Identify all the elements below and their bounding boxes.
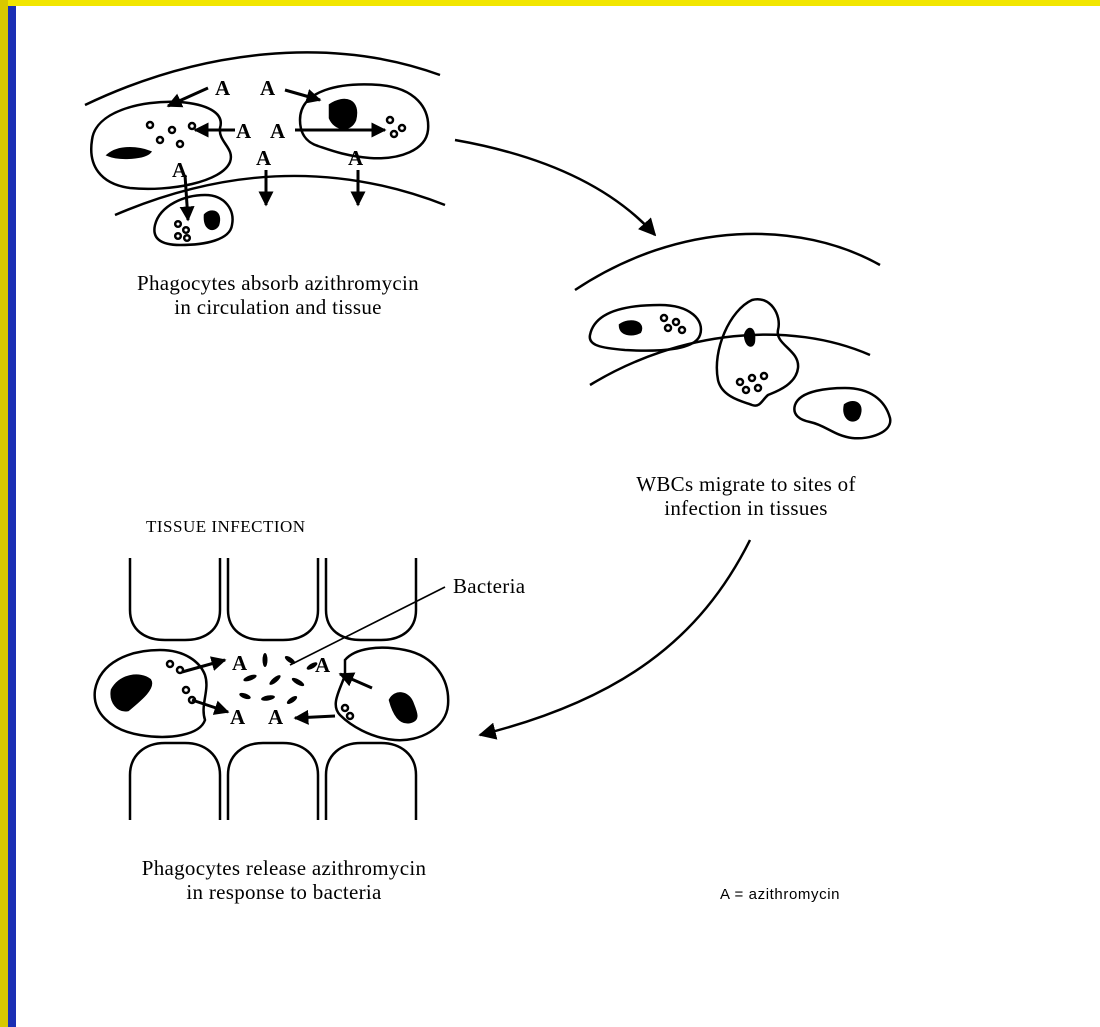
vessel-wall-upper <box>575 234 880 290</box>
marker-a: A <box>172 158 188 182</box>
right-caption: WBCs migrate to sites of infection in ti… <box>571 472 921 520</box>
migration-panel <box>575 234 890 438</box>
bacteria-cluster <box>239 653 319 705</box>
phagocyte-bottom <box>154 195 232 245</box>
phagocyte-left <box>91 102 231 189</box>
right-caption-line1: WBCs migrate to sites of <box>571 472 921 496</box>
legend: A = azithromycin <box>720 886 840 903</box>
vessel-wall-lower <box>590 335 870 385</box>
right-caption-line2: infection in tissues <box>571 496 921 520</box>
marker-a: A <box>348 146 364 170</box>
bottom-caption-line2: in response to bacteria <box>64 880 504 904</box>
tissue-cells-bottom <box>130 743 416 820</box>
wbc-crossing-wall <box>717 299 798 405</box>
bacteria-label: Bacteria <box>453 574 573 598</box>
top-caption: Phagocytes absorb azithromycin in circul… <box>68 271 488 319</box>
infection-panel <box>95 558 449 820</box>
marker-a: A <box>270 119 286 143</box>
marker-a: A <box>236 119 252 143</box>
marker-a: A <box>256 146 272 170</box>
phagocyte-right <box>336 648 448 741</box>
phagocyte-right <box>300 84 428 158</box>
marker-a: A <box>215 76 231 100</box>
infection-title: TISSUE INFECTION <box>146 517 306 537</box>
bottom-caption-line1: Phagocytes release azithromycin <box>64 856 504 880</box>
phagocyte-left <box>95 650 207 737</box>
marker-a: A <box>230 705 246 729</box>
bottom-caption: Phagocytes release azithromycin in respo… <box>64 856 504 904</box>
marker-a: A <box>315 653 331 677</box>
wbc-in-tissue <box>794 388 890 438</box>
marker-a: A <box>260 76 276 100</box>
flow-arrow-to-tissue <box>455 140 655 235</box>
marker-a: A <box>268 705 284 729</box>
flow-arrow-to-infection <box>480 540 750 735</box>
slide-canvas: A A A A A A A <box>16 6 1100 1027</box>
marker-a: A <box>232 651 248 675</box>
left-border <box>0 0 8 1027</box>
tissue-cells-top <box>130 558 416 640</box>
top-caption-line1: Phagocytes absorb azithromycin <box>68 271 488 295</box>
top-caption-line2: in circulation and tissue <box>68 295 488 319</box>
